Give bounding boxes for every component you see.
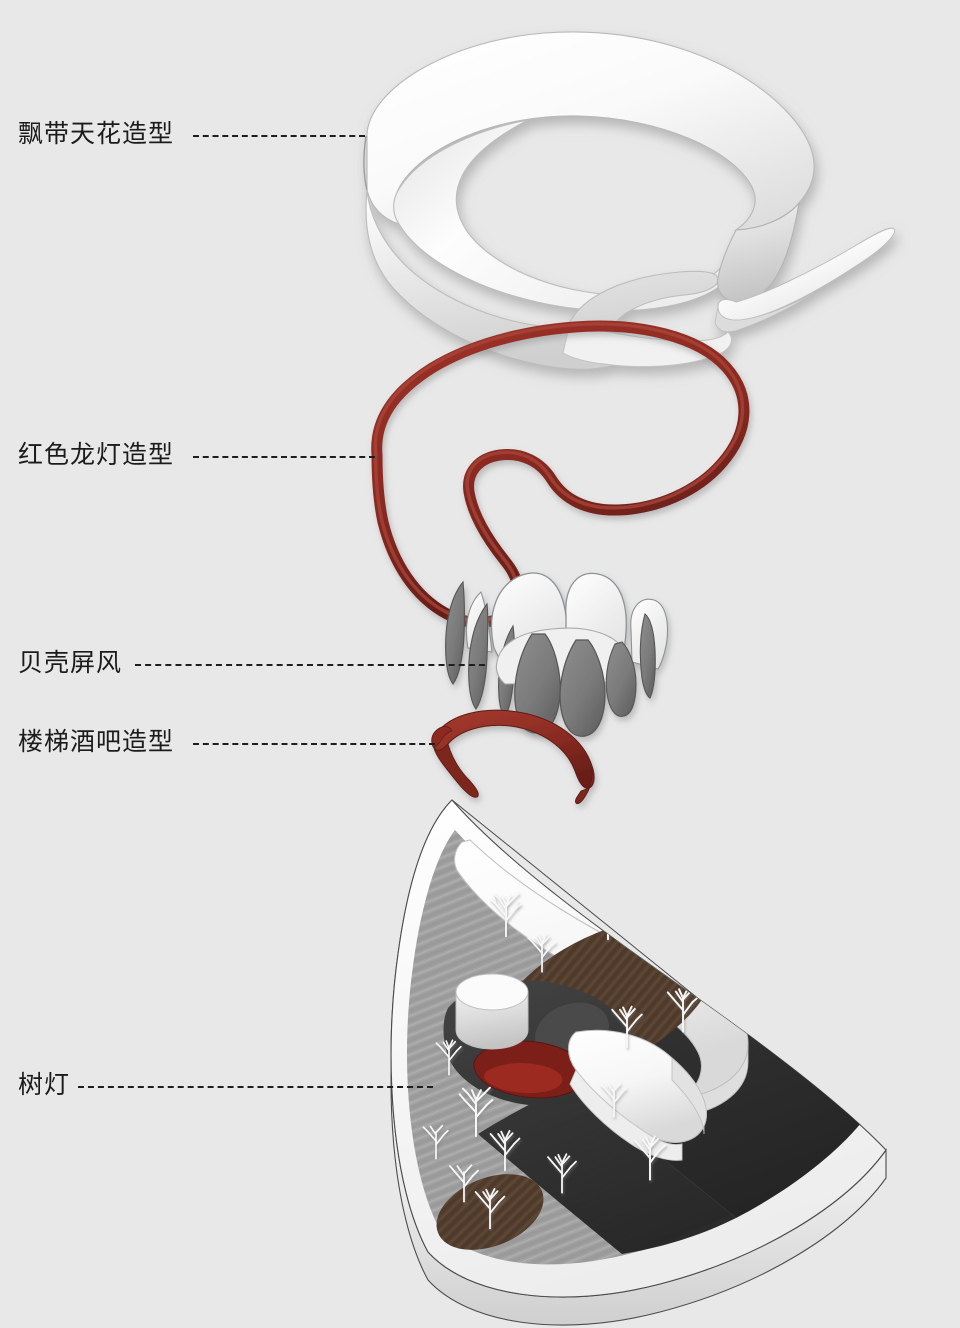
tree-lamp	[547, 1153, 577, 1194]
ribbon-bottom-web	[562, 321, 732, 368]
dragon-lamp-loop	[371, 320, 750, 629]
tree-lamp	[490, 892, 522, 938]
ribbon-upper-arc	[366, 31, 815, 231]
leader-line-red-dragon-lamp	[193, 456, 375, 458]
tree-lamp	[633, 1135, 667, 1181]
shell-petal-left-1	[445, 580, 465, 685]
white-cylinder-top	[455, 973, 529, 1011]
shell-petal-front-2	[559, 639, 606, 737]
tree-lamp	[449, 1164, 479, 1203]
component-ribbon-ceiling	[363, 31, 896, 370]
tree-lamp	[474, 1187, 506, 1230]
ribbon-left-edge	[363, 135, 368, 191]
label-text-tree-lamp: 树灯	[18, 1070, 71, 1099]
label-text-shell-screen: 贝壳屏风	[18, 648, 123, 677]
stair-bar-hook	[431, 726, 453, 749]
tree-lamp	[600, 1082, 627, 1118]
component-staircase-bar	[431, 709, 595, 805]
component-shell-screen	[445, 572, 669, 737]
tree-lamp	[611, 1005, 643, 1049]
tree-lamp	[527, 933, 557, 973]
leader-line-shell-screen	[135, 664, 485, 666]
component-floor-plate	[390, 799, 887, 1326]
label-text-ribbon-ceiling: 飘带天花造型	[18, 119, 175, 148]
red-bar-insert-top	[484, 1063, 563, 1094]
shell-petal-right-1	[639, 613, 656, 699]
leader-line-tree-lamp	[78, 1086, 433, 1088]
label-text-staircase-bar: 楼梯酒吧造型	[18, 727, 175, 756]
shell-petal-left-2	[468, 602, 489, 710]
stair-bar-left-tail	[433, 743, 479, 798]
tree-lamp	[458, 1086, 494, 1138]
ribbon-tail-underside	[714, 292, 815, 333]
shell-petal-front-3	[605, 641, 637, 717]
tree-lamp	[489, 1129, 521, 1172]
curved-sofa-wall-edge	[671, 1057, 707, 1135]
label-text-red-dragon-lamp: 红色龙灯造型	[18, 440, 175, 469]
dark-path-band-lower	[478, 1086, 736, 1254]
stair-bar-right-tail	[575, 765, 595, 805]
tree-lamp	[422, 1124, 449, 1160]
leader-line-staircase-bar	[193, 743, 435, 745]
plate-interior	[406, 830, 862, 1265]
leader-line-ribbon-ceiling	[193, 135, 365, 137]
tree-lamp	[435, 1039, 462, 1076]
component-red-dragon-lamp	[371, 320, 750, 629]
